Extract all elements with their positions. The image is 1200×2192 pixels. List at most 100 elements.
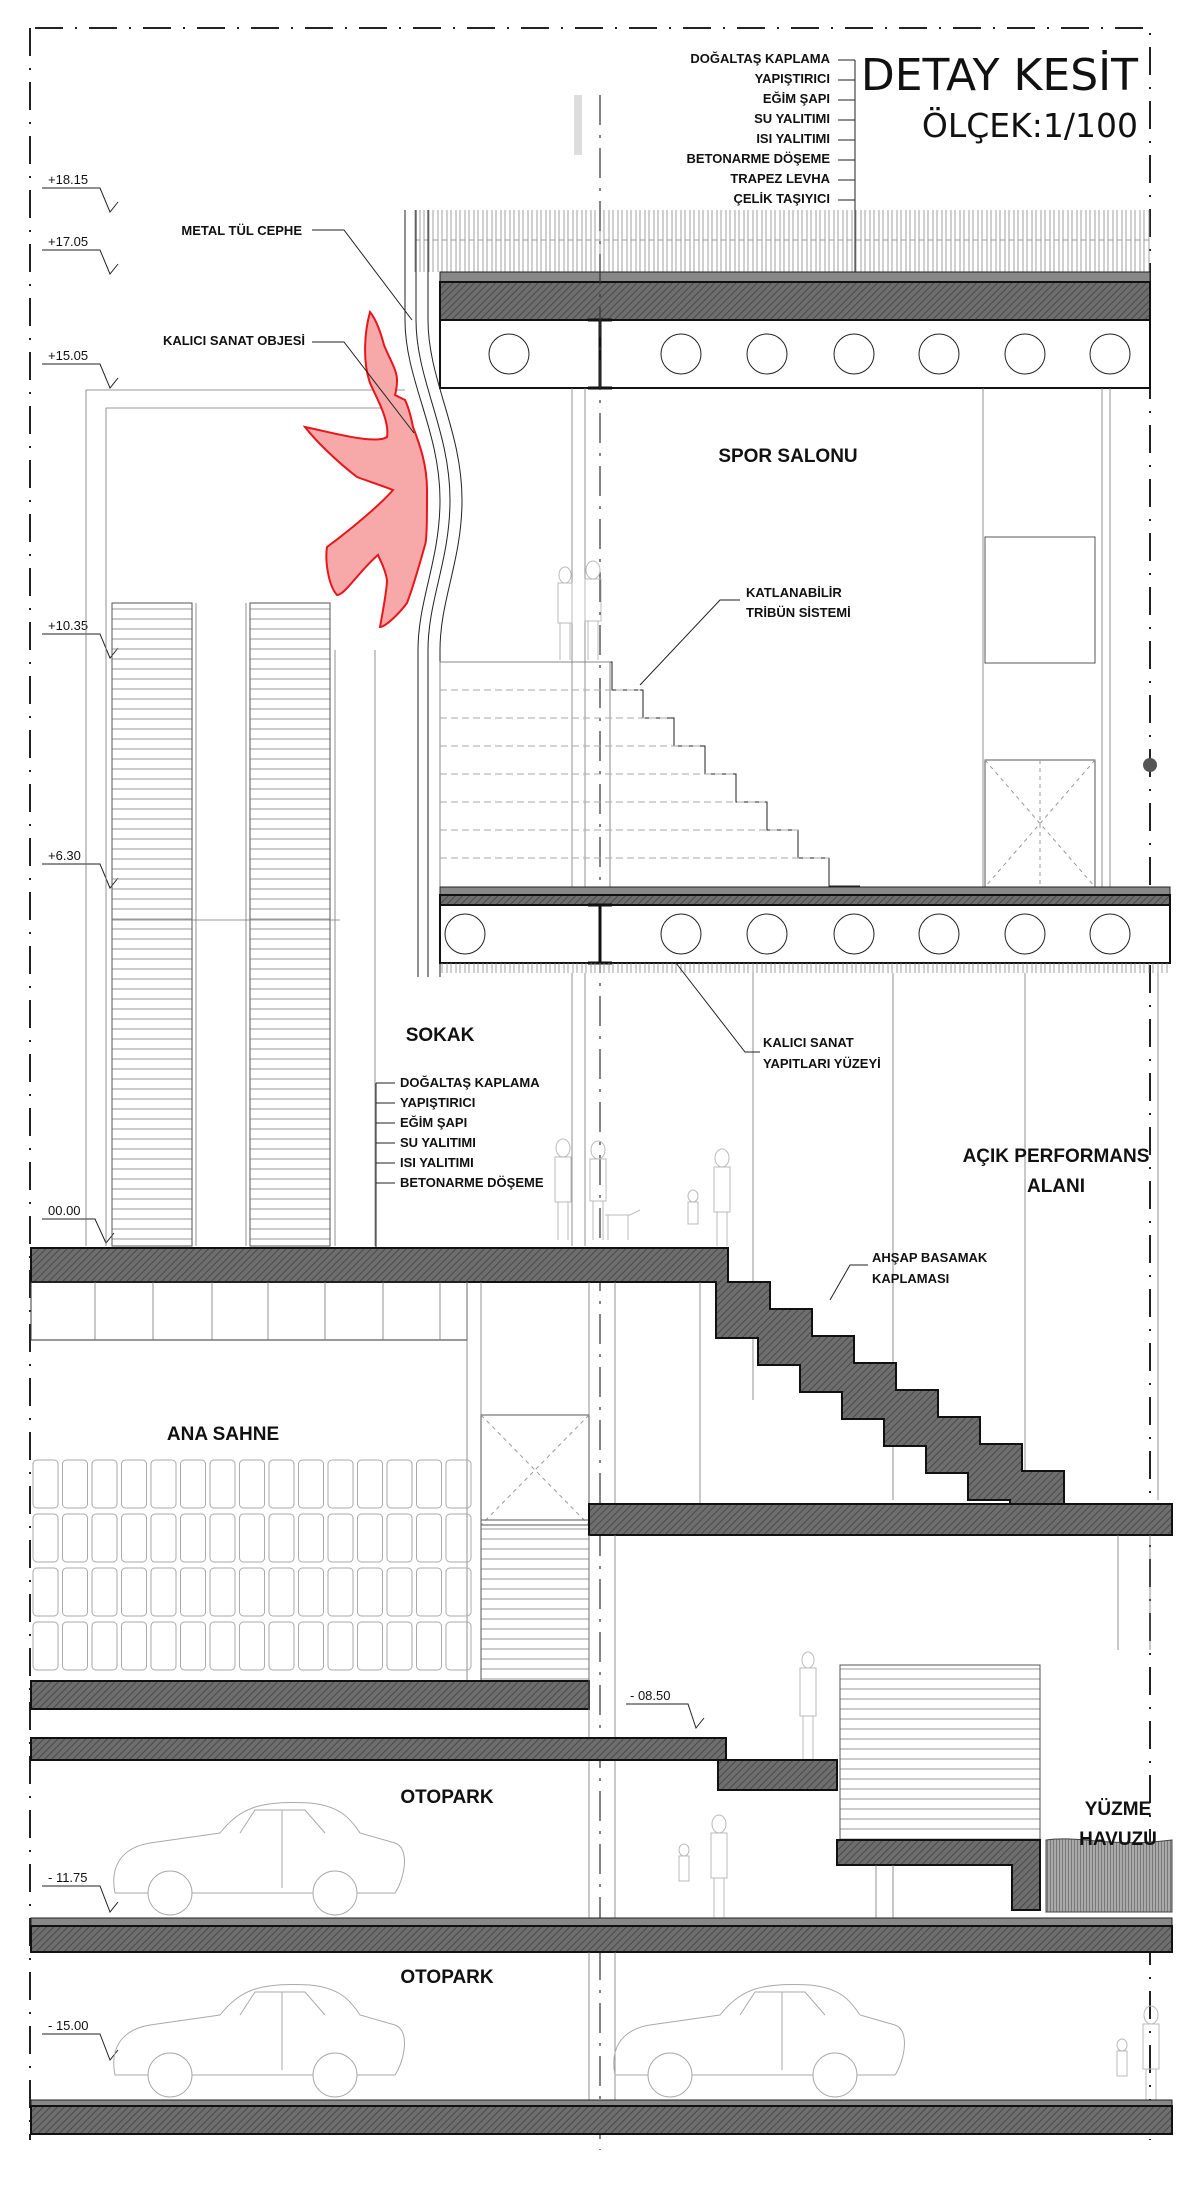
seat [180, 1621, 206, 1671]
seat [416, 1459, 442, 1509]
left-atrium [85, 389, 405, 1247]
seat [445, 1567, 472, 1617]
street-layer: DOĞALTAŞ KAPLAMA [400, 1075, 540, 1090]
beam-opening [488, 333, 530, 375]
street-slab-with-stairs [30, 1247, 1173, 1536]
seat [91, 1513, 118, 1563]
roof-layer: ISI YALITIMI [756, 131, 830, 146]
foundation-slab [30, 2105, 1173, 2135]
roof-layer: EĞİM ŞAPI [763, 91, 830, 106]
beam-opening [746, 913, 788, 955]
space-label-parking: OTOPARK [400, 1967, 494, 1988]
seat [121, 1513, 147, 1563]
seat [209, 1513, 236, 1563]
street-layer: EĞİM ŞAPI [400, 1115, 467, 1130]
space-label-parking: OTOPARK [400, 1787, 494, 1808]
minus-850-slab [30, 1737, 838, 1791]
gym-floor-slab [439, 894, 1171, 906]
seat [150, 1459, 177, 1509]
space-label-performance: ALANI [1027, 1176, 1085, 1197]
gym-floor-finish [439, 886, 1171, 896]
roof-layer: YAPIŞTIRICI [755, 71, 830, 86]
roof-layer: BETONARME DÖŞEME [687, 151, 831, 166]
seat [327, 1567, 354, 1617]
stage-stairs [480, 1519, 590, 1682]
roof-layer-legend: DOĞALTAŞ KAPLAMA YAPIŞTIRICI EĞİM ŞAPI S… [687, 51, 856, 330]
drawing-scale: ÖLÇEK:1/100 [922, 105, 1138, 145]
car [613, 1983, 905, 2098]
seat [416, 1621, 442, 1671]
roof-layer: ÇELİK TAŞIYICI [733, 191, 830, 206]
svg-text:- 11.75: - 11.75 [48, 1870, 88, 1885]
wood-step-label: AHŞAP BASAMAK [872, 1250, 988, 1265]
seat [445, 1621, 472, 1671]
svg-text:- 15.00: - 15.00 [48, 2018, 88, 2033]
level-marker: +17.05 [42, 234, 119, 275]
lower-window-band [30, 1281, 468, 1341]
seat [150, 1567, 177, 1617]
svg-text:+17.05: +17.05 [48, 234, 88, 249]
seat [357, 1513, 383, 1563]
beam-opening [1089, 913, 1131, 955]
lower-walls [588, 1535, 1151, 1918]
level-marker: - 11.75 [42, 1870, 119, 1913]
escalator [249, 602, 331, 1247]
seat [91, 1459, 118, 1509]
beam-opening [660, 913, 702, 955]
leader-line [312, 341, 415, 434]
level-marker: +18.15 [42, 172, 119, 213]
seat [298, 1459, 324, 1509]
seat [268, 1621, 295, 1671]
cars [113, 1801, 905, 2098]
seat [239, 1567, 265, 1617]
tribune-label: TRİBÜN SİSTEMİ [746, 605, 851, 620]
seat [386, 1513, 413, 1563]
level-marker: - 15.00 [42, 2018, 119, 2061]
street-layer: ISI YALITIMI [400, 1155, 474, 1170]
seat [180, 1459, 206, 1509]
svg-text:+10.35: +10.35 [48, 618, 88, 633]
seat [386, 1459, 413, 1509]
art-surface-label: YAPITLARI YÜZEYİ [763, 1056, 881, 1071]
seat [298, 1621, 324, 1671]
seat [239, 1459, 265, 1509]
seat [62, 1567, 88, 1617]
roof-layer: TRAPEZ LEVHA [730, 171, 830, 186]
seat [32, 1459, 59, 1509]
seat [209, 1567, 236, 1617]
beam-opening [833, 333, 875, 375]
facade-label: METAL TÜL CEPHE [181, 223, 302, 238]
seat [239, 1513, 265, 1563]
roof-layer: SU YALITIMI [754, 111, 830, 126]
axis-marker [574, 95, 582, 155]
space-label-gym: SPOR SALONU [718, 446, 857, 467]
seat [268, 1459, 295, 1509]
seat [268, 1513, 295, 1563]
level-marker: - 08.50 [626, 1688, 705, 1730]
beam-opening [918, 913, 960, 955]
seat [32, 1513, 59, 1563]
svg-text:+6.30: +6.30 [48, 848, 81, 863]
seat [91, 1621, 118, 1671]
parking-slab [30, 1925, 1173, 1953]
parking-floor-finish [30, 1917, 1173, 1927]
seat [32, 1567, 59, 1617]
seat [327, 1513, 354, 1563]
auditorium-seats [32, 1459, 472, 1671]
level-marker: +6.30 [42, 848, 119, 889]
seat [239, 1621, 265, 1671]
svg-text:- 08.50: - 08.50 [630, 1688, 670, 1703]
beam-opening [833, 913, 875, 955]
street-layer-legend: DOĞALTAŞ KAPLAMA YAPIŞTIRICI EĞİM ŞAPI S… [375, 1075, 544, 1250]
roof-beam-openings [488, 333, 1131, 375]
beam-cladding [440, 963, 1170, 973]
level-marker: 00.00 [42, 1203, 115, 1244]
seat [91, 1567, 118, 1617]
beam-opening [1089, 333, 1131, 375]
seat [121, 1567, 147, 1617]
beam-opening [1004, 333, 1046, 375]
seat [298, 1513, 324, 1563]
street-layer: BETONARME DÖŞEME [400, 1175, 544, 1190]
roof-finish [439, 271, 1151, 283]
